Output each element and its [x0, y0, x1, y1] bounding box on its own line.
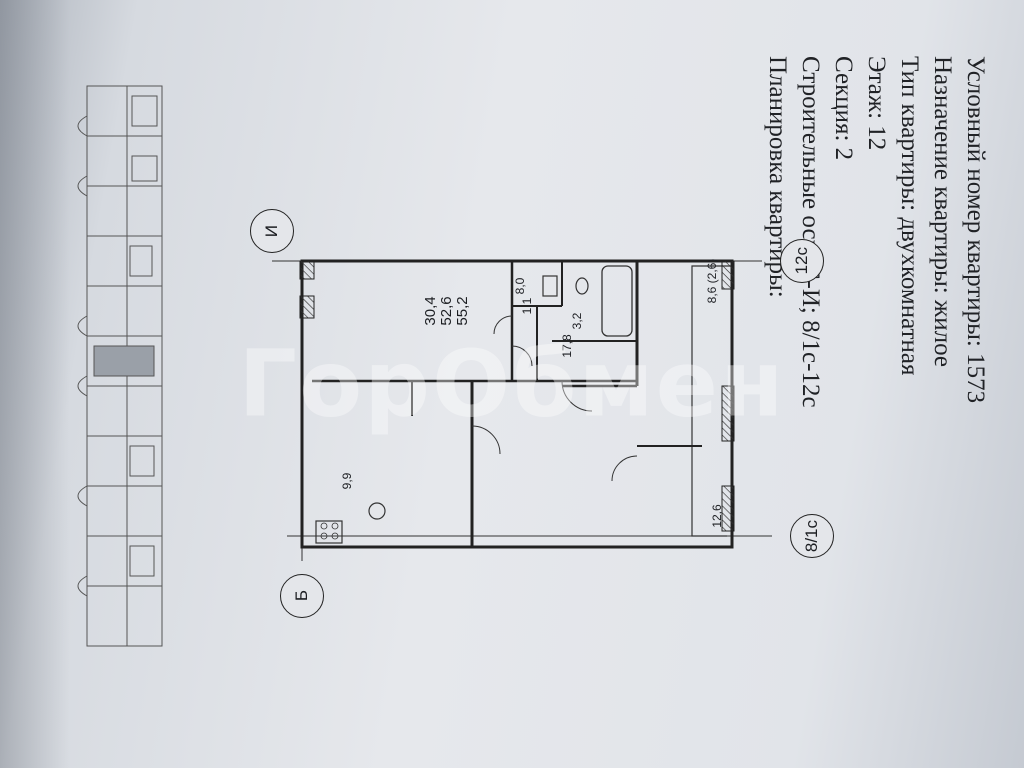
room-area-balcony: 8,6 (2,6) — [705, 258, 719, 304]
burner-icon — [331, 532, 339, 540]
axis-marker-12c: 12с — [780, 239, 824, 283]
area-totals: 30,4 52,6 55,2 — [422, 296, 471, 326]
wall-hatch — [721, 485, 735, 532]
shadow-overlay — [0, 0, 70, 768]
burner-icon — [320, 532, 328, 540]
door-swing — [471, 425, 501, 455]
total-area-with-balcony: 55,2 — [454, 296, 471, 326]
door-swing — [561, 380, 593, 412]
room-area-bathroom: 3,2 — [570, 312, 584, 330]
room-area-hall: 8,0 — [513, 277, 527, 295]
toilet-icon — [542, 275, 558, 297]
door-swing — [611, 455, 638, 482]
burner-icon — [320, 522, 328, 530]
wall-hatch — [299, 260, 315, 280]
burner-icon — [331, 522, 339, 530]
apartment-highlight — [93, 345, 155, 377]
sink-icon — [575, 277, 589, 295]
wall-hatch — [721, 260, 735, 290]
floor-plan-drawing — [77, 85, 772, 647]
bathtub-icon — [601, 265, 633, 337]
balcony-outline — [691, 265, 732, 537]
total-area: 52,6 — [438, 296, 455, 326]
room-area-kitchen: 9,9 — [340, 472, 354, 490]
stove-icon — [315, 520, 343, 544]
kitchen-sink-icon — [368, 502, 386, 520]
room-area-small-room: 12,6 — [710, 504, 724, 528]
room-area-wc: 1,1 — [520, 297, 534, 315]
axis-marker-b: Б — [280, 574, 324, 618]
living-area: 30,4 — [422, 296, 439, 326]
wall-hatch — [299, 295, 315, 319]
wall-hatch — [721, 385, 735, 442]
floor-plan-document: Условный номер квартиры: 1573 Назначение… — [0, 16, 1024, 752]
axis-marker-i: И — [250, 209, 294, 253]
door-swing — [493, 315, 513, 335]
watermark-logo: ГорОбмен — [238, 330, 786, 438]
axis-marker-81c: 8/1с — [790, 514, 834, 558]
door-swing — [511, 345, 533, 367]
